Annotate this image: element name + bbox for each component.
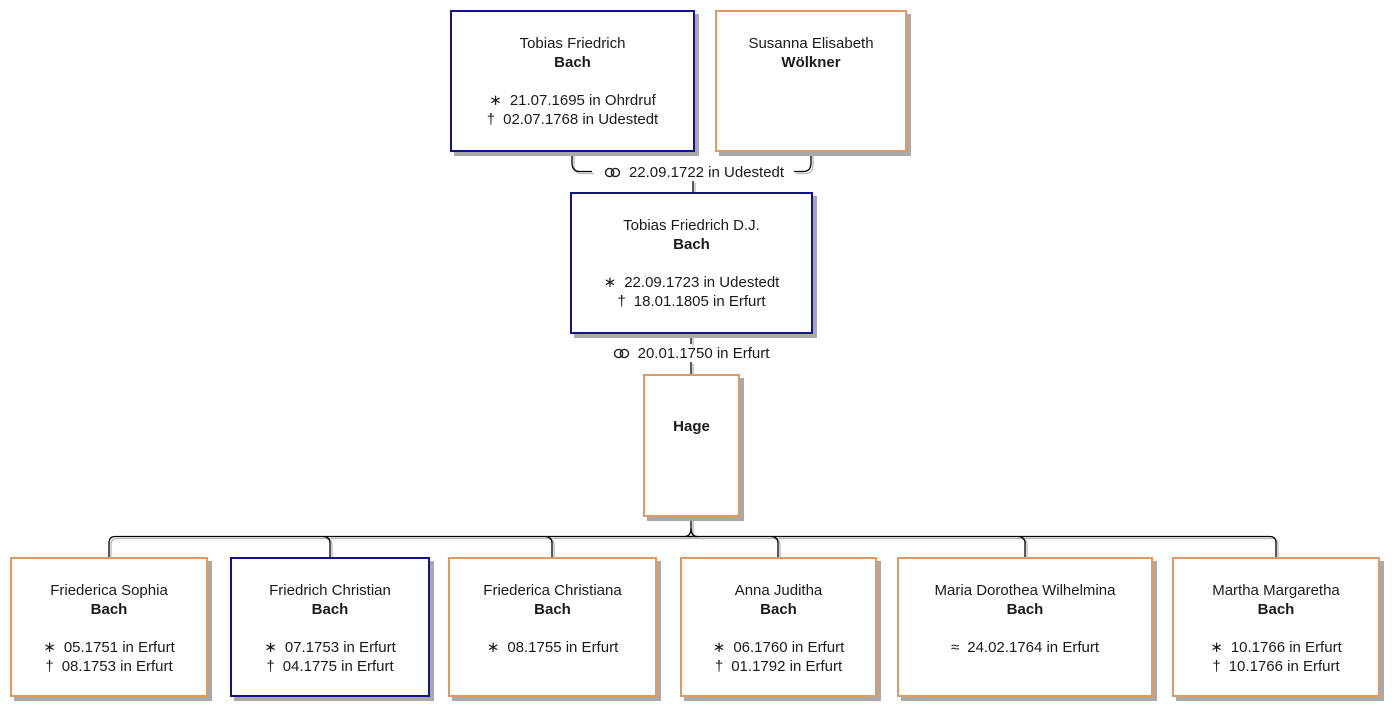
event-text: 05.1751 in Erfurt [63,639,175,656]
spacer [12,619,206,638]
surname: Bach [760,601,797,618]
death-symbol: † [486,111,496,128]
spacer [452,72,693,91]
event-text: 10.1766 in Erfurt [1230,639,1342,656]
event-text: 02.07.1768 in Udestedt [503,111,659,128]
event-line: † 04.1775 in Erfurt [232,657,428,676]
event-text: 18.01.1805 in Erfurt [633,293,766,310]
surname: Bach [90,601,128,618]
spacer [717,72,905,91]
person-box-friederica-sophia-bach[interactable]: Friederica Sophia Bach ∗ 05.1751 in Erfur… [10,557,208,697]
surname: Bach [1257,601,1295,618]
birth-symbol: ∗ [264,639,277,656]
event-line: † 18.01.1805 in Erfurt [572,292,811,311]
surname: Bach [1006,601,1044,618]
birth-symbol: ∗ [486,639,500,656]
event-line: ∗ 10.1766 in Erfurt [1174,638,1378,657]
given-name: Tobias Friedrich [519,35,626,52]
event-line: † 01.1792 in Erfurt [682,657,875,676]
person-box-maria-dorothea-wilhelmina-bach[interactable]: Maria Dorothea Wilhelmina Bach ≈24.02.17… [897,557,1153,697]
surname: Bach [673,236,710,253]
given-name: Anna Juditha [734,582,823,599]
event-line: ∗ 05.1751 in Erfurt [12,638,206,657]
birth-symbol: ∗ [712,639,726,656]
event-line: ∗ 06.1760 in Erfurt [682,638,875,657]
event-line [450,657,655,676]
surname: Bach [534,601,571,618]
birth-symbol: ∗ [489,92,502,109]
event-text: 22.09.1723 in Udestedt [624,274,780,291]
death-symbol: † [45,658,54,675]
event-text: 24.02.1764 in Erfurt [967,639,1099,656]
surname: Hage [673,418,710,435]
person-box-hage[interactable]: Hage [643,374,740,517]
person-box-susanna-elisabeth-woelkner[interactable]: Susanna Elisabeth Wölkner [715,10,907,152]
marriage-text: 20.01.1750 in Erfurt [637,345,770,362]
given-name: Friedrich Christian [269,582,391,599]
person-box-friederica-christiana-bach[interactable]: Friederica Christiana Bach ∗ 08.1755 in E… [448,557,657,697]
given-name: Martha Margaretha [1212,582,1340,599]
event-line: † 08.1753 in Erfurt [12,657,206,676]
person-box-martha-margaretha-bach[interactable]: Martha Margaretha Bach ∗ 10.1766 in Erfur… [1172,557,1380,697]
spacer [450,619,655,638]
event-line: ∗ 07.1753 in Erfurt [232,638,428,657]
event-line: ∗ 08.1755 in Erfurt [450,638,655,657]
event-line: † 10.1766 in Erfurt [1174,657,1378,676]
spacer [572,254,811,273]
birth-symbol: ∗ [43,639,56,656]
death-symbol: † [266,658,275,675]
spacer [1174,619,1378,638]
death-symbol: † [617,293,626,310]
given-name [645,398,738,417]
person-box-tobias-friedrich-bach[interactable]: Tobias Friedrich Bach ∗ 21.07.1695 in Ohr… [450,10,695,152]
given-name: Tobias Friedrich D.J. [623,217,760,234]
spacer [682,619,875,638]
event-line: ∗ 21.07.1695 in Ohrdruf [452,91,693,110]
spacer [232,619,428,638]
event-line [645,474,738,493]
given-name: Friederica Sophia [50,582,168,599]
marriage-row-2: 20.01.1750 in Erfurt [491,344,891,363]
birth-symbol: ∗ [603,274,617,291]
event-text: 21.07.1695 in Ohrdruf [509,92,656,109]
event-line [645,455,738,474]
event-text: 01.1792 in Erfurt [731,658,843,675]
marriage-rings-icon [604,167,621,178]
spacer [899,619,1151,638]
person-box-friedrich-christian-bach[interactable]: Friedrich Christian Bach ∗ 07.1753 in Erf… [230,557,430,697]
event-text: 10.1766 in Erfurt [1228,658,1340,675]
given-name: Maria Dorothea Wilhelmina [934,582,1116,599]
event-text: 04.1775 in Erfurt [282,658,394,675]
event-line [717,91,905,110]
surname: Bach [311,601,349,618]
event-line [717,110,905,129]
event-text: 08.1753 in Erfurt [61,658,173,675]
event-line: ∗ 22.09.1723 in Udestedt [572,273,811,292]
marriage-rings-icon [613,348,629,359]
person-box-anna-juditha-bach[interactable]: Anna Juditha Bach ∗ 06.1760 in Erfurt † 01… [680,557,877,697]
event-line: † 02.07.1768 in Udestedt [452,110,693,129]
death-symbol: † [714,658,724,675]
event-text: 06.1760 in Erfurt [733,639,845,656]
surname: Wölkner [781,54,841,71]
event-line [899,657,1151,676]
given-name: Susanna Elisabeth [748,35,874,52]
baptism-symbol: ≈ [951,639,960,656]
death-symbol: † [1212,658,1221,675]
person-box-tobias-friedrich-dj-bach[interactable]: Tobias Friedrich D.J. Bach ∗ 22.09.1723 i… [570,192,813,334]
event-text: 08.1755 in Erfurt [507,639,619,656]
event-line: ≈24.02.1764 in Erfurt [899,638,1151,657]
birth-symbol: ∗ [1210,639,1223,656]
marriage-row-1: 22.09.1722 in Udestedt [494,163,894,182]
event-text: 07.1753 in Erfurt [284,639,396,656]
spacer [645,436,738,455]
surname: Bach [554,54,591,71]
given-name: Friederica Christiana [483,582,622,599]
marriage-text: 22.09.1722 in Udestedt [628,164,785,181]
